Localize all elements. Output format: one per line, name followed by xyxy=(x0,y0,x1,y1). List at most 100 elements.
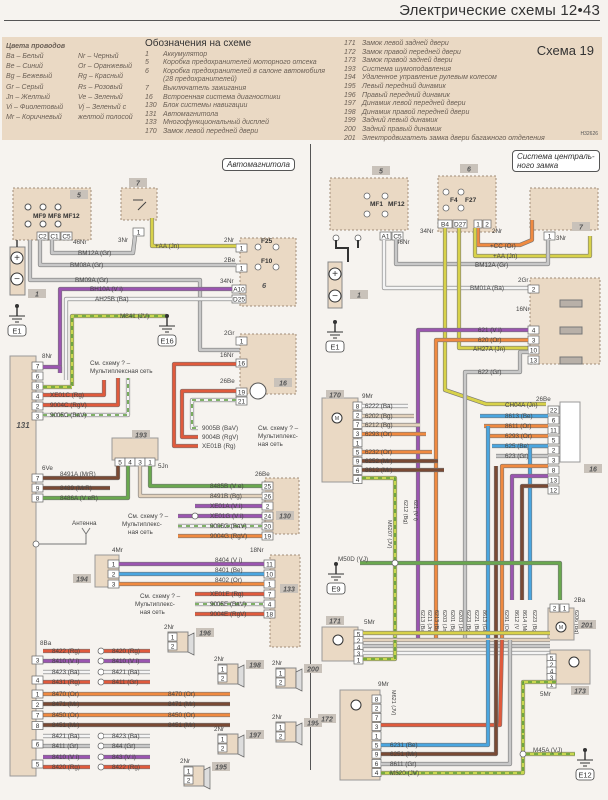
wire-9004b xyxy=(180,389,236,439)
r-diag-pin-box xyxy=(547,485,560,495)
lock-173-m621-outline xyxy=(520,679,556,735)
note-text: Мультиплексная сеть xyxy=(90,368,153,375)
speaker-197-pin-label: 1 xyxy=(221,737,225,744)
wire-label: 8401 (Be) xyxy=(215,567,243,574)
display-133-pin-label: 11 xyxy=(266,562,273,569)
radio-131-pin-box xyxy=(31,739,44,749)
wire-label: 6293 (Or) xyxy=(505,433,532,440)
lock-171-pin-label: 3 xyxy=(357,651,361,658)
lock-170-pin-label: 4 xyxy=(356,477,360,484)
note-text: Левый передний динамик xyxy=(362,82,446,90)
section-label-central-lock: Система централь- ного замка xyxy=(512,150,600,172)
lock-172-pin-box xyxy=(371,694,382,704)
ground-e1-tag xyxy=(7,324,27,337)
wire-label: 8471 (Mr) xyxy=(52,701,79,708)
wire-color-item: Mr – Коричневый xyxy=(6,114,62,122)
diag-16-left-number: 16 xyxy=(279,381,287,388)
lock-172-pin-label: 3 xyxy=(375,724,379,731)
note-number: 173 xyxy=(344,57,356,65)
wire-label: 8423 (Ba) xyxy=(112,733,140,740)
fusebox-5-pin-box xyxy=(60,231,73,241)
lock-172-6251 xyxy=(381,640,498,756)
radio-131-pin-box xyxy=(31,655,44,665)
wire-625-v xyxy=(528,444,548,600)
r-diag-pin-box xyxy=(547,475,560,485)
radio-131-number: 131 xyxy=(16,421,30,430)
splice-node xyxy=(442,204,450,212)
wire-label: BM12A (Gr) xyxy=(475,262,508,269)
wire-8485b xyxy=(148,466,262,488)
lock-172-6231 xyxy=(381,640,490,747)
note-text: Замок правой задней двери xyxy=(362,57,453,65)
wire-label: M45A (VJ) xyxy=(533,747,562,754)
motor-label: M xyxy=(559,625,563,631)
wire-label: XE01G (V i) xyxy=(210,513,244,520)
note-text: Встроенная система диагностики xyxy=(163,93,281,101)
lock-170-pin-label: 8 xyxy=(356,404,360,411)
vertical-wire-label: 6221 (Ba) xyxy=(473,610,479,634)
fusebox-5-pin-box xyxy=(36,231,49,241)
note-text: См. схему ? – xyxy=(128,513,169,520)
ignition-7-pin-label: 1 xyxy=(137,230,141,237)
lock-170-pin-label: 3 xyxy=(356,431,360,438)
wire-m6207-stripe xyxy=(362,477,396,640)
wire-label: 9004C (RgV) xyxy=(50,402,87,409)
wire-label: 621 (V i) xyxy=(478,327,502,334)
splice-node xyxy=(97,732,105,740)
wire-label: 8611 (Gr) xyxy=(390,761,416,768)
motor-icon xyxy=(331,412,343,424)
lock-172-pin-label: 8 xyxy=(375,697,379,704)
splice-node xyxy=(363,210,371,218)
wire-color-item: Vj – Зеленый с xyxy=(78,104,127,112)
note-text: (28 предохранителей) xyxy=(163,76,237,84)
lock-170-body xyxy=(321,397,359,483)
note-number: 201 xyxy=(344,134,356,142)
note-text: Многофункциональный дисплей xyxy=(163,119,269,127)
lock-171-pin-label: 2 xyxy=(357,638,361,645)
lock-172-pin-label: 7 xyxy=(375,715,379,722)
wire-9005b-stripe xyxy=(191,399,236,429)
wire-label: 8486A (V eR) xyxy=(60,495,98,502)
lock-172-pin-box xyxy=(371,703,382,713)
wire-label: 843 (V i) xyxy=(112,754,136,761)
vertical-wire-label: 8614 (Mr) xyxy=(521,610,527,634)
lock-170-pin-label: 7 xyxy=(356,422,360,429)
r-fusebox-5-badge xyxy=(372,166,390,175)
nav-130-pin-label: 20 xyxy=(264,524,272,531)
note-number: 193 xyxy=(344,65,356,73)
r-fusebox-6-pin-label: 1 xyxy=(476,222,480,229)
ground-e9-tag xyxy=(326,582,346,595)
steering-194-pin-label: 3 xyxy=(112,582,116,589)
lock-172-6251-outline xyxy=(381,640,499,757)
battery-minus-icon xyxy=(10,272,24,286)
r-diag-pin-box xyxy=(547,455,560,465)
wire-8614-v xyxy=(520,484,548,600)
speaker-196-pin-label: 1 xyxy=(171,635,175,642)
note-number: 198 xyxy=(344,108,356,116)
fuse-label: F25 xyxy=(261,238,273,245)
splice-node xyxy=(457,204,465,212)
connector-label: 9Mr xyxy=(378,681,389,688)
fusebox-5-number: 5 xyxy=(77,193,81,200)
r-diag-pin-label: 11 xyxy=(550,428,557,435)
lock-171-pin-label: 4 xyxy=(357,645,361,652)
note-number: 194 xyxy=(344,74,356,82)
wire-bm01a xyxy=(382,240,528,290)
wire-label: +CC (Or) xyxy=(490,243,516,250)
note-text: Коробка предохранителей моторного отсека xyxy=(163,59,317,67)
wire-label: 8411 (Gr) xyxy=(52,743,78,750)
wire-label: 622 (Gr) xyxy=(478,369,501,376)
note-number: 170 xyxy=(145,127,157,135)
speaker-199-pin-label: 2 xyxy=(279,734,283,741)
lock-173-body xyxy=(549,649,591,685)
note-number: 1 xyxy=(145,50,149,58)
radio-131-pin-box xyxy=(31,759,44,769)
radio-131-pin-label: 5 xyxy=(36,762,40,769)
wire-color-item: Ba – Белый xyxy=(6,53,44,60)
connector-label: 26Be xyxy=(536,396,551,403)
wire-8491a xyxy=(43,466,120,480)
